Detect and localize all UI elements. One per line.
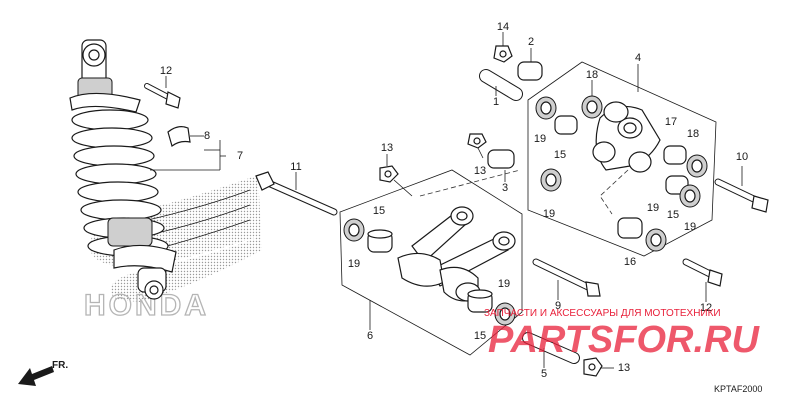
callout-15: 15 xyxy=(554,149,566,161)
callout-13: 13 xyxy=(381,142,393,154)
callout-18: 18 xyxy=(586,69,598,81)
lower-bushings xyxy=(343,218,516,326)
honda-wing-watermark: HONDA xyxy=(83,175,262,323)
callout-9: 9 xyxy=(555,300,561,312)
callout-17: 17 xyxy=(665,116,677,128)
callout-16: 16 xyxy=(624,256,636,268)
bolt-12-top xyxy=(144,83,181,109)
site-tagline-watermark: ЗАПЧАСТИ И АКСЕССУАРЫ ДЛЯ МОТОТЕХНИКИ xyxy=(484,308,721,319)
assembly-dashed-line-2 xyxy=(419,169,521,197)
shock-absorber xyxy=(69,39,177,300)
callout-5: 5 xyxy=(541,368,547,380)
callout-2: 2 xyxy=(528,36,534,48)
callout-15: 15 xyxy=(474,330,486,342)
shock-link xyxy=(592,101,661,173)
callout-12: 12 xyxy=(160,65,172,77)
nut-13-upper xyxy=(379,165,413,197)
callout-19: 19 xyxy=(684,221,696,233)
callout-1: 1 xyxy=(493,96,499,108)
front-arrow-icon xyxy=(18,366,54,386)
site-name-watermark: PARTSFOR.RU xyxy=(488,319,760,361)
callout-3: 3 xyxy=(502,182,508,194)
arm-assembly-outline xyxy=(339,169,523,356)
leader-lines xyxy=(150,32,743,369)
front-label: FR. xyxy=(52,360,68,371)
callout-8: 8 xyxy=(204,130,210,142)
collar-5 xyxy=(522,332,580,364)
callout-12: 12 xyxy=(700,302,712,314)
upper-collars xyxy=(479,45,543,101)
label-sticker xyxy=(167,126,191,148)
bolt-9 xyxy=(532,258,601,297)
callout-11: 11 xyxy=(290,161,301,173)
bolt-10 xyxy=(714,178,769,213)
callout-19: 19 xyxy=(543,208,555,220)
bolt-12-right xyxy=(682,258,723,287)
callout-15: 15 xyxy=(373,205,385,217)
callout-4: 4 xyxy=(635,52,641,64)
callout-19: 19 xyxy=(534,133,546,145)
collar-3 xyxy=(467,133,515,169)
honda-watermark-text: HONDA xyxy=(84,289,209,322)
callout-15: 15 xyxy=(667,209,679,221)
callout-19: 19 xyxy=(647,202,659,214)
callout-6: 6 xyxy=(367,330,373,342)
callout-14: 14 xyxy=(497,21,509,33)
upper-seals xyxy=(535,95,708,252)
assembly-dashed-line xyxy=(599,169,629,215)
callout-13: 13 xyxy=(474,165,486,177)
callout-18: 18 xyxy=(687,128,699,140)
nut-13-lower xyxy=(583,357,603,377)
callout-19: 19 xyxy=(498,278,510,290)
callout-10: 10 xyxy=(736,151,748,163)
front-arrow-indicator: FR. xyxy=(18,360,68,386)
callout-13: 13 xyxy=(618,362,630,374)
link-assembly-outline xyxy=(527,61,717,257)
bolt-11 xyxy=(255,171,338,216)
callout-7: 7 xyxy=(237,150,243,162)
diagram-code: KPTAF2000 xyxy=(714,384,762,394)
callout-19: 19 xyxy=(348,258,360,270)
